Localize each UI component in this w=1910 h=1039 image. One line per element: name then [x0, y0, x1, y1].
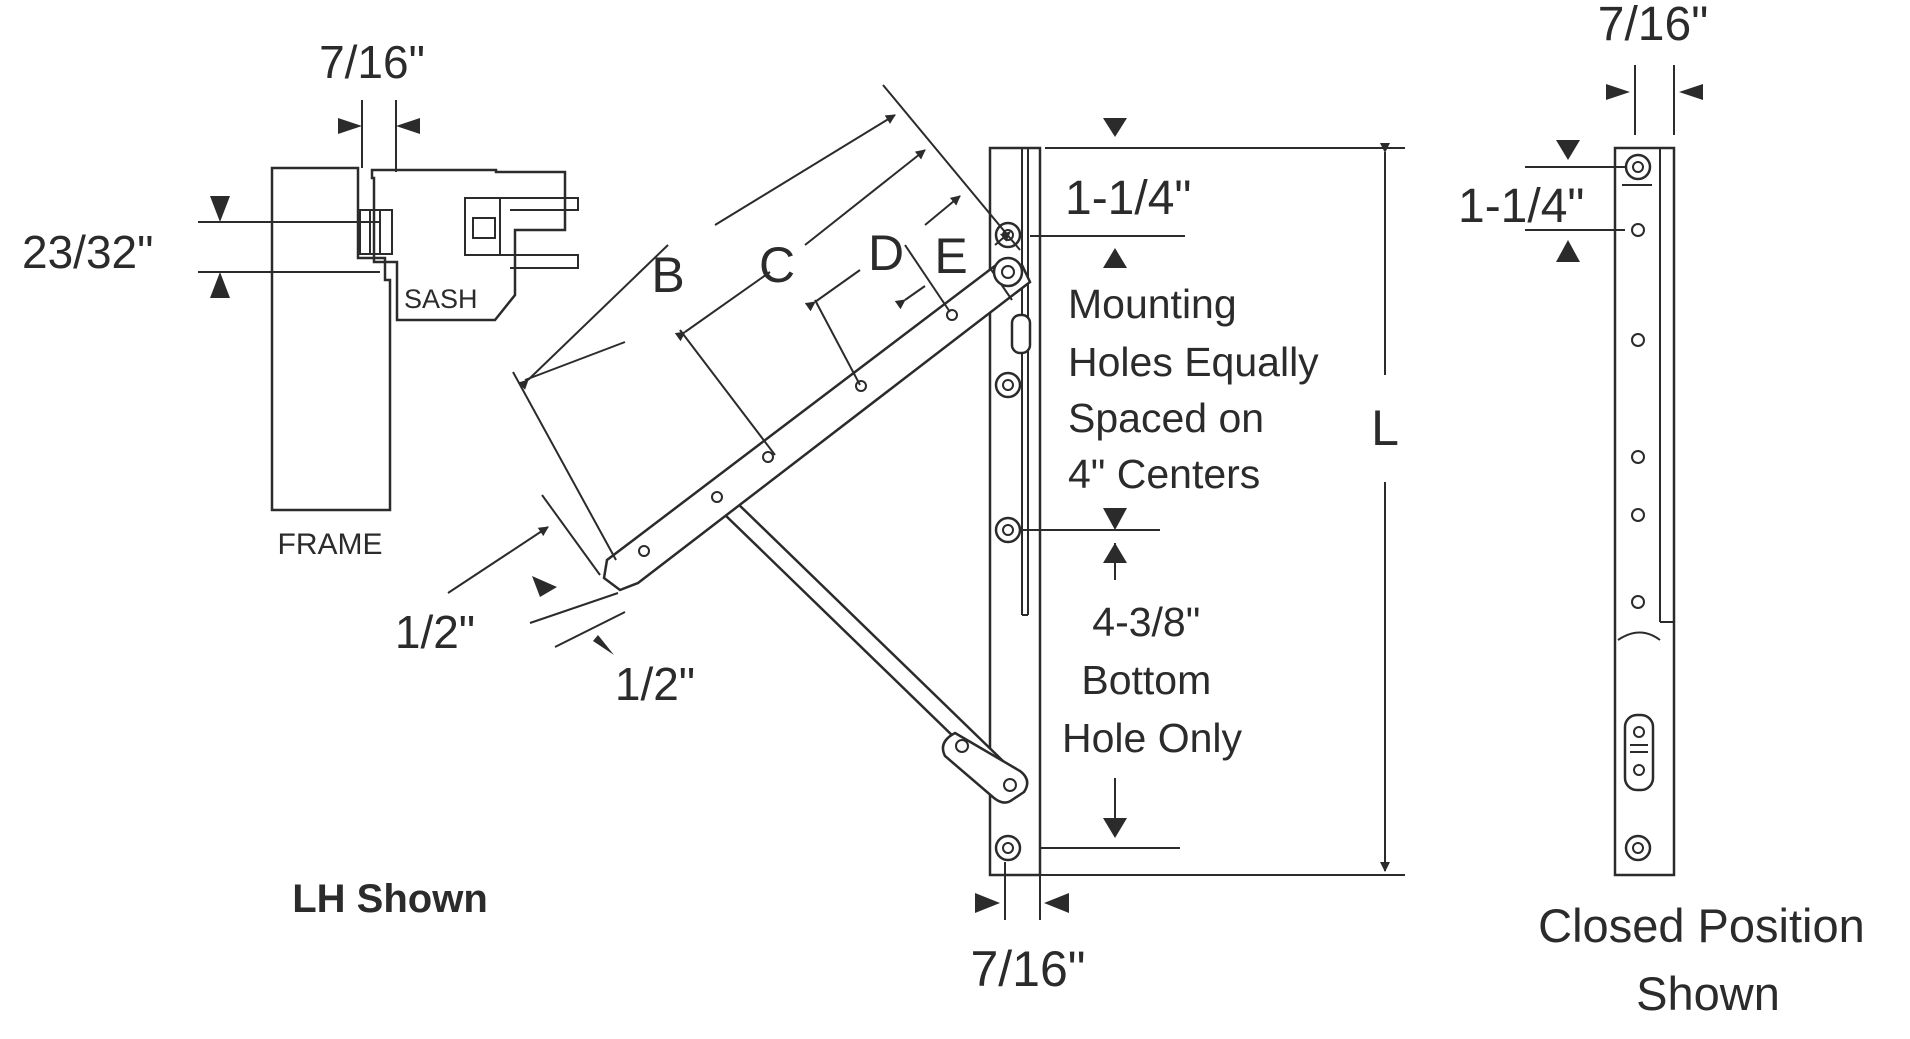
pivot-slot: [1010, 313, 1032, 355]
dim-d-left: [804, 269, 861, 312]
dim-d-label: D: [868, 225, 904, 281]
dim-e-right: [994, 231, 1011, 246]
overall-length-label: L: [1371, 400, 1399, 456]
closed-hole: [1631, 595, 1645, 609]
closed-hole: [1631, 508, 1645, 522]
weatherstrip: [359, 209, 393, 255]
dim-c-right: [804, 149, 926, 246]
end-offset-a: 1/2": [395, 606, 475, 658]
arm-hole: [711, 491, 723, 503]
end-offset-b: 1/2": [615, 658, 695, 710]
closed-width-dim: 7/16": [1598, 0, 1708, 51]
open-top-offset: 1-1/4": [1065, 172, 1191, 225]
frame-profile: [270, 166, 392, 512]
sash-profile: [359, 168, 579, 322]
section-view: 7/16" 23/32" SASH FRAME: [22, 36, 579, 561]
dim-b-label: B: [651, 247, 684, 303]
dim-b-left: [518, 244, 669, 390]
closed-top-offset: 1-1/4": [1458, 180, 1584, 233]
track-mounting-holes: [992, 221, 1032, 862]
track-width-dim: 7/16": [970, 941, 1085, 997]
arm-hole: [762, 451, 774, 463]
pivot: [992, 256, 1024, 288]
closed-caption: Closed Position Shown: [1538, 899, 1878, 1020]
mounting-hole: [994, 834, 1022, 862]
section-height-dim: 23/32": [22, 226, 153, 278]
dim-half-arrow-a: [447, 526, 549, 594]
arm-hole: [638, 545, 650, 557]
closed-hole: [1631, 450, 1645, 464]
dim-b-start-leader: [524, 341, 626, 381]
closed-hole: [1624, 834, 1652, 862]
arm-hole: [946, 309, 958, 321]
closed-hole: [1631, 223, 1645, 237]
dim-e-left: [894, 285, 926, 310]
bottom-hole-note: 4-3/8" Bottom Hole Only: [1062, 599, 1243, 761]
support-arm: [720, 498, 1029, 804]
dim-e-label: E: [934, 228, 967, 284]
dim-c-label: C: [759, 237, 795, 293]
sash-label: SASH: [404, 284, 478, 314]
closed-pivot: [1624, 153, 1652, 181]
frame-label: FRAME: [278, 528, 383, 561]
dim-b-right: [714, 114, 896, 226]
dim-d-right: [924, 195, 961, 226]
open-operator-view: B C D E 1/2" 1/2" 1-1/4" Mounting Holes …: [292, 84, 1405, 997]
mounting-hole: [994, 516, 1022, 544]
closed-hole: [1631, 333, 1645, 347]
section-gap-dim: 7/16": [319, 36, 425, 88]
handing-label: LH Shown: [292, 877, 488, 921]
closed-operator-view: 7/16" 1-1/4" Closed Position Shown: [1458, 0, 1878, 1020]
mounting-note: Mounting Holes Equally Spaced on 4" Cent…: [1068, 281, 1330, 497]
arm-hole: [855, 380, 867, 392]
dim-c-left: [674, 271, 771, 342]
main-arm: [602, 260, 1032, 592]
mounting-hole: [994, 371, 1022, 399]
